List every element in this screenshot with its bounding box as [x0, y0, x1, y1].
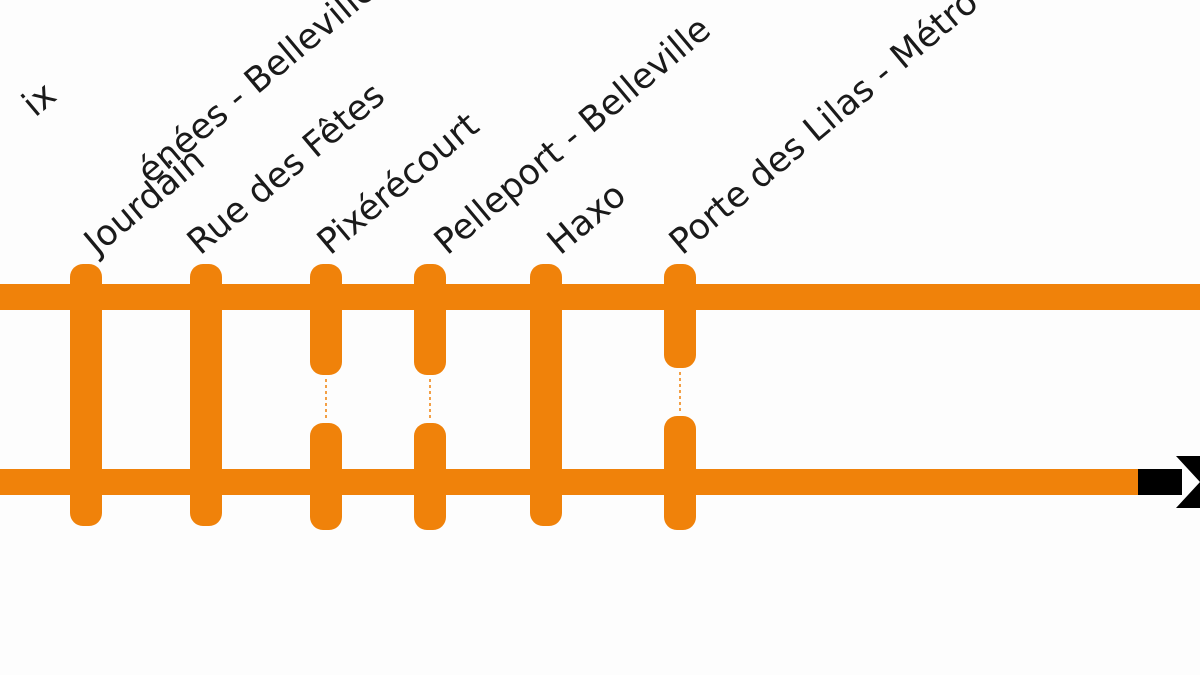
station-stop-top-track	[664, 264, 696, 368]
direction-arrow-shaft	[1138, 469, 1182, 495]
direction-arrow-icon	[1176, 456, 1200, 508]
station-stop-both-tracks	[190, 264, 222, 526]
station-stop-bottom-track	[310, 423, 342, 530]
track-top	[0, 284, 1200, 310]
track-bottom	[0, 469, 1140, 495]
station-stop-bottom-track	[414, 423, 446, 530]
station-stop-both-tracks	[530, 264, 562, 526]
station-stop-both-tracks	[70, 264, 102, 526]
station-label: Haxo	[540, 175, 634, 263]
station-label: ix	[15, 75, 64, 125]
station-stop-top-track	[310, 264, 342, 375]
station-stop-top-track	[414, 264, 446, 375]
station-stop-bottom-track	[664, 416, 696, 530]
